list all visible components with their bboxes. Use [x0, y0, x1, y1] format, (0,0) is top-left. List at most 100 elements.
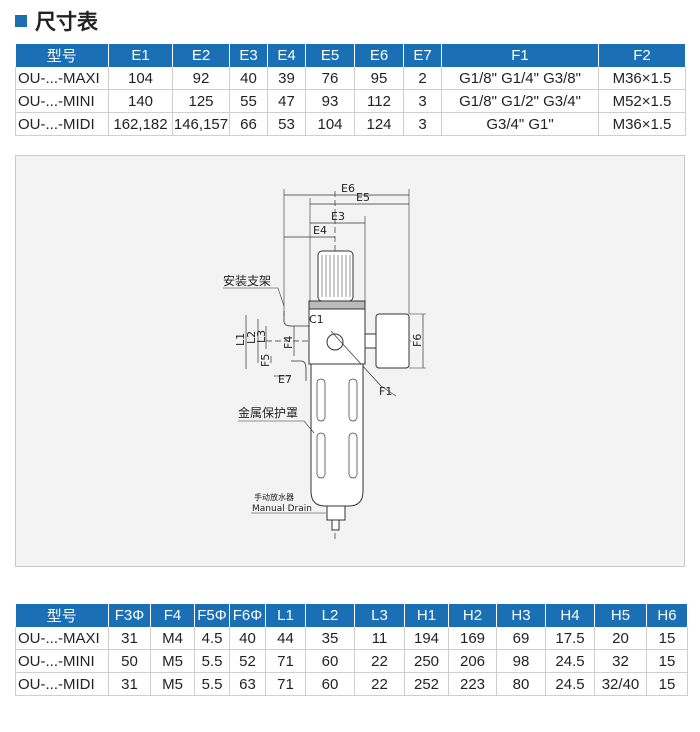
metal-guard-label: 金属保护罩	[238, 405, 298, 420]
value-cell: M5	[150, 649, 195, 673]
header-cell: L1	[265, 604, 306, 627]
header-cell: H1	[404, 604, 449, 627]
value-cell: G1/8" G1/2" G3/4"	[441, 89, 599, 113]
value-cell: 93	[305, 89, 355, 113]
value-cell: 39	[267, 67, 306, 90]
dim-label-e6: E6	[341, 182, 355, 195]
header-cell: E7	[403, 44, 442, 67]
dim-label-e5: E5	[356, 191, 370, 204]
value-cell: 169	[448, 627, 497, 650]
header-cell: E6	[354, 44, 404, 67]
value-cell: M52×1.5	[598, 89, 686, 113]
value-cell: 112	[354, 89, 404, 113]
value-cell: M4	[150, 627, 195, 650]
header-cell: L3	[354, 604, 405, 627]
value-cell: 31	[108, 672, 151, 696]
header-cell: L2	[305, 604, 355, 627]
value-cell: 40	[229, 67, 268, 90]
dim-label-f6: F6	[411, 334, 424, 347]
value-cell: M5	[150, 672, 195, 696]
page-title: 尺寸表	[35, 10, 98, 34]
value-cell: 20	[594, 627, 647, 650]
value-cell: 60	[305, 649, 355, 673]
manual-drain-cn-label: 手动放水器	[254, 492, 294, 502]
value-cell: 206	[448, 649, 497, 673]
value-cell: G1/8" G1/4" G3/8"	[441, 67, 599, 90]
value-cell: 71	[265, 672, 306, 696]
value-cell: 250	[404, 649, 449, 673]
filter-regulator-drawing: E6 E5 E3 E4 C1 F1 E7 L1 L2 L3 F4 F5 F6 安…	[223, 182, 426, 541]
value-cell: 125	[172, 89, 230, 113]
value-cell: 55	[229, 89, 268, 113]
value-cell: 50	[108, 649, 151, 673]
dim-label-f5: F5	[259, 354, 272, 367]
header-cell: H5	[594, 604, 647, 627]
value-cell: 15	[646, 672, 688, 696]
model-cell: OU-...-MAXI	[15, 67, 109, 90]
value-cell: M36×1.5	[598, 67, 686, 90]
value-cell: 5.5	[194, 649, 230, 673]
value-cell: 4.5	[194, 627, 230, 650]
value-cell: 5.5	[194, 672, 230, 696]
value-cell: 32/40	[594, 672, 647, 696]
model-cell: OU-...-MINI	[15, 89, 109, 113]
value-cell: 66	[229, 112, 268, 136]
manual-drain-label: Manual Drain	[252, 504, 312, 514]
value-cell: 31	[108, 627, 151, 650]
value-cell: 15	[646, 649, 688, 673]
value-cell: 223	[448, 672, 497, 696]
header-cell: 型号	[15, 604, 109, 627]
model-cell: OU-...-MINI	[15, 649, 109, 673]
header-cell: F6Φ	[229, 604, 266, 627]
value-cell: 15	[646, 627, 688, 650]
value-cell: 17.5	[545, 627, 595, 650]
value-cell: 140	[108, 89, 173, 113]
value-cell: G3/4" G1"	[441, 112, 599, 136]
value-cell: 146,157	[172, 112, 230, 136]
header-cell: H6	[646, 604, 688, 627]
value-cell: 92	[172, 67, 230, 90]
dim-label-f1: F1	[379, 385, 392, 398]
model-cell: OU-...-MIDI	[15, 672, 109, 696]
header-cell: F5Φ	[194, 604, 230, 627]
model-cell: OU-...-MIDI	[15, 112, 109, 136]
header-cell: E5	[305, 44, 355, 67]
dim-label-l3: L3	[255, 330, 268, 343]
dim-label-e4: E4	[313, 224, 327, 237]
header-cell: F2	[598, 44, 686, 67]
value-cell: 47	[267, 89, 306, 113]
header-cell: F4	[150, 604, 195, 627]
value-cell: M36×1.5	[598, 112, 686, 136]
value-cell: 22	[354, 649, 405, 673]
value-cell: 80	[496, 672, 546, 696]
value-cell: 162,182	[108, 112, 173, 136]
dim-label-l2: L2	[245, 331, 258, 344]
value-cell: 32	[594, 649, 647, 673]
value-cell: 95	[354, 67, 404, 90]
value-cell: 44	[265, 627, 306, 650]
dim-label-c1: C1	[309, 313, 324, 326]
value-cell: 52	[229, 649, 266, 673]
value-cell: 3	[403, 112, 442, 136]
product-dimension-diagram: E6 E5 E3 E4 C1 F1 E7 L1 L2 L3 F4 F5 F6 安…	[15, 155, 685, 567]
dim-label-e3: E3	[331, 210, 345, 223]
section-title: 尺寸表	[15, 6, 98, 36]
title-square-icon	[15, 15, 27, 27]
value-cell: 60	[305, 672, 355, 696]
bracket-label: 安装支架	[223, 273, 271, 288]
value-cell: 22	[354, 672, 405, 696]
dim-label-f4: F4	[282, 336, 295, 349]
header-cell: E4	[267, 44, 306, 67]
value-cell: 3	[403, 89, 442, 113]
value-cell: 53	[267, 112, 306, 136]
header-cell: H4	[545, 604, 595, 627]
value-cell: 11	[354, 627, 405, 650]
value-cell: 104	[108, 67, 173, 90]
